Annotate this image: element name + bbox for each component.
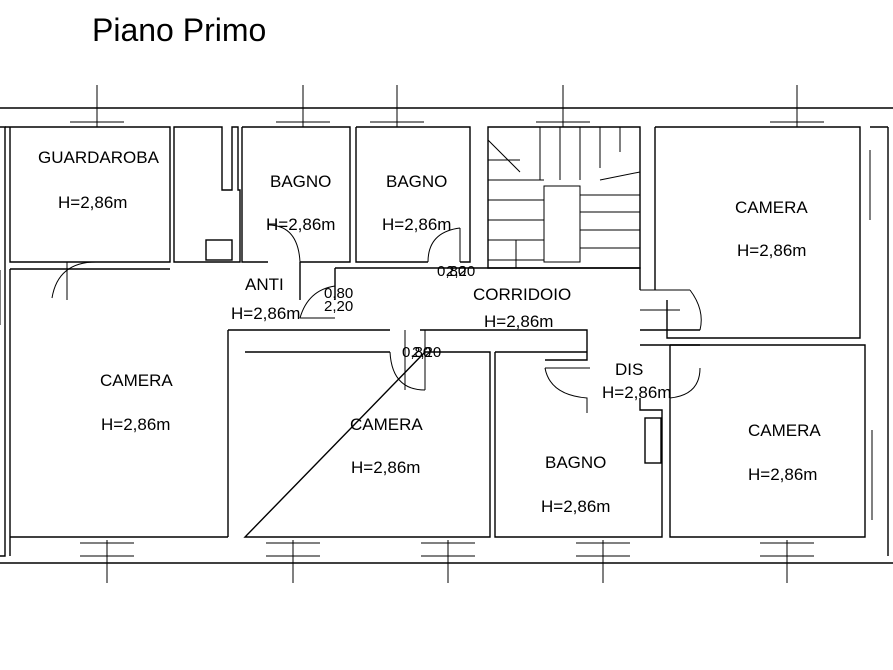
windows-top xyxy=(70,85,824,127)
door-height: 2,20 xyxy=(324,298,353,315)
room-name: BAGNO xyxy=(386,172,447,191)
door-height: 2,20 xyxy=(412,344,441,361)
room-height: H=2,86m xyxy=(602,383,671,402)
room-height: H=2,86m xyxy=(58,193,127,212)
room-height: H=2,86m xyxy=(231,304,300,323)
door-width: 0,80 xyxy=(402,344,431,361)
room-height: H=2,86m xyxy=(541,497,610,516)
room-name: DIS xyxy=(615,360,643,379)
room-name: CORRIDOIO xyxy=(473,285,571,304)
door-arcs xyxy=(51,224,702,413)
room-height: H=2,86m xyxy=(351,458,420,477)
room-height: H=2,86m xyxy=(382,215,451,234)
windows-side xyxy=(0,150,889,520)
room-height: H=2,86m xyxy=(266,215,335,234)
room-name: CAMERA xyxy=(735,198,808,217)
room-name: CAMERA xyxy=(748,421,821,440)
room-name: CAMERA xyxy=(100,371,173,390)
room-name: CAMERA xyxy=(350,415,423,434)
room-height: H=2,86m xyxy=(748,465,817,484)
room-height: H=2,86m xyxy=(101,415,170,434)
room-height: H=2,86m xyxy=(484,312,553,331)
interior-walls xyxy=(10,126,866,538)
room-labels: GUARDAROBA H=2,86m BAGNO H=2,86m BAGNO H… xyxy=(38,148,821,516)
plan-title: Piano Primo xyxy=(92,12,267,48)
room-name: BAGNO xyxy=(270,172,331,191)
room-height: H=2,86m xyxy=(737,241,806,260)
room-name: BAGNO xyxy=(545,453,606,472)
room-name: GUARDAROBA xyxy=(38,148,160,167)
room-name: ANTI xyxy=(245,275,284,294)
door-width: 0,80 xyxy=(437,263,466,280)
door-width: 0,80 xyxy=(324,285,353,302)
door-dimensions: 0,80 2,20 0,80 2,20 0,80 2,20 xyxy=(324,263,475,361)
outer-walls xyxy=(0,107,893,564)
windows-bottom xyxy=(80,540,814,583)
door-height: 2,20 xyxy=(446,263,475,280)
